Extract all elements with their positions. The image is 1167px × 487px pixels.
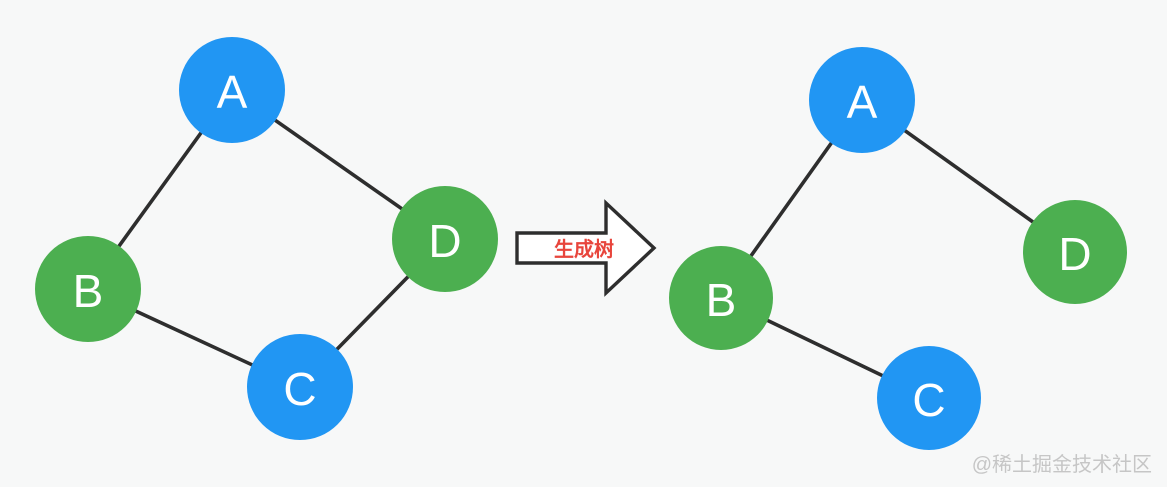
- node-right-C: [877, 346, 981, 450]
- node-label-right-B: B: [706, 274, 737, 326]
- node-label-right-A: A: [847, 76, 878, 128]
- node-label-left-B: B: [73, 265, 104, 317]
- node-right-B: [669, 246, 773, 350]
- node-label-right-D: D: [1058, 228, 1091, 280]
- node-label-right-C: C: [912, 374, 945, 426]
- node-left-C: [247, 334, 353, 440]
- node-left-D: [392, 186, 498, 292]
- transform-arrow: [515, 199, 657, 297]
- node-right-D: [1023, 200, 1127, 304]
- node-label-left-A: A: [217, 66, 248, 118]
- node-left-B: [35, 236, 141, 342]
- node-label-left-D: D: [428, 215, 461, 267]
- node-label-left-C: C: [283, 363, 316, 415]
- node-right-A: [809, 47, 915, 153]
- watermark-text: @稀土掘金技术社区: [972, 453, 1152, 476]
- node-left-A: [179, 37, 285, 143]
- transform-arrow-label: 生成树: [554, 237, 614, 261]
